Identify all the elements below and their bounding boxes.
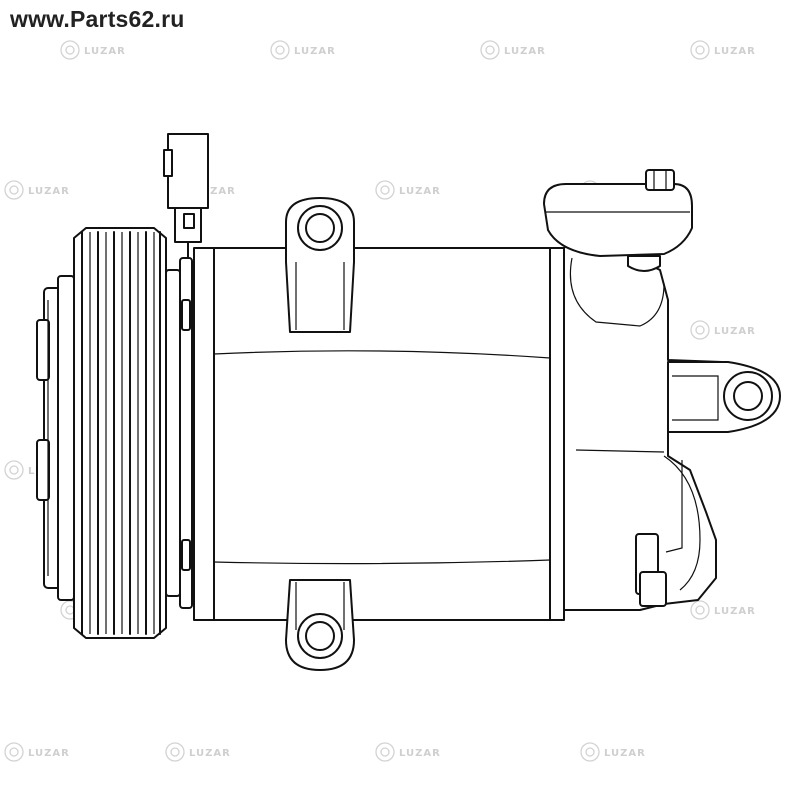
pulley-grooves xyxy=(81,231,161,635)
watermark-logo: LUZAR xyxy=(690,40,756,60)
watermark-logo: LUZAR xyxy=(4,180,70,200)
watermark-logo: LUZAR xyxy=(690,320,756,340)
watermark-logo: LUZAR xyxy=(375,180,441,200)
svg-text:LUZAR: LUZAR xyxy=(84,46,126,57)
svg-text:LUZAR: LUZAR xyxy=(604,748,646,759)
watermark-logo: LUZAR xyxy=(165,742,231,762)
watermark-logo: LUZAR xyxy=(480,40,546,60)
svg-text:LUZAR: LUZAR xyxy=(504,46,546,57)
svg-text:LUZAR: LUZAR xyxy=(714,46,756,57)
top-mounting-ear xyxy=(285,197,355,333)
compressor-body xyxy=(193,247,565,621)
watermark-logo: LUZAR xyxy=(375,742,441,762)
svg-text:LUZAR: LUZAR xyxy=(189,748,231,759)
top-fitting xyxy=(543,169,693,272)
watermark-logo: LUZAR xyxy=(60,40,126,60)
svg-text:LUZAR: LUZAR xyxy=(399,186,441,197)
pulley xyxy=(73,227,193,639)
watermark-logo: LUZAR xyxy=(690,600,756,620)
connector xyxy=(163,133,209,259)
svg-text:LUZAR: LUZAR xyxy=(28,748,70,759)
svg-text:LUZAR: LUZAR xyxy=(28,186,70,197)
watermark-logo: LUZAR xyxy=(4,742,70,762)
clutch-hub xyxy=(36,275,75,601)
svg-text:LUZAR: LUZAR xyxy=(294,46,336,57)
side-mounting-lug xyxy=(667,361,781,433)
svg-text:LUZAR: LUZAR xyxy=(714,606,756,617)
svg-text:LUZAR: LUZAR xyxy=(399,748,441,759)
watermark-logo: LUZAR xyxy=(270,40,336,60)
bottom-mounting-ear xyxy=(285,579,355,671)
svg-text:LUZAR: LUZAR xyxy=(194,186,236,197)
rear-head xyxy=(563,231,723,611)
site-url-text: www.Parts62.ru xyxy=(10,6,185,32)
watermark-logo: LUZAR xyxy=(580,742,646,762)
svg-text:LUZAR: LUZAR xyxy=(714,326,756,337)
